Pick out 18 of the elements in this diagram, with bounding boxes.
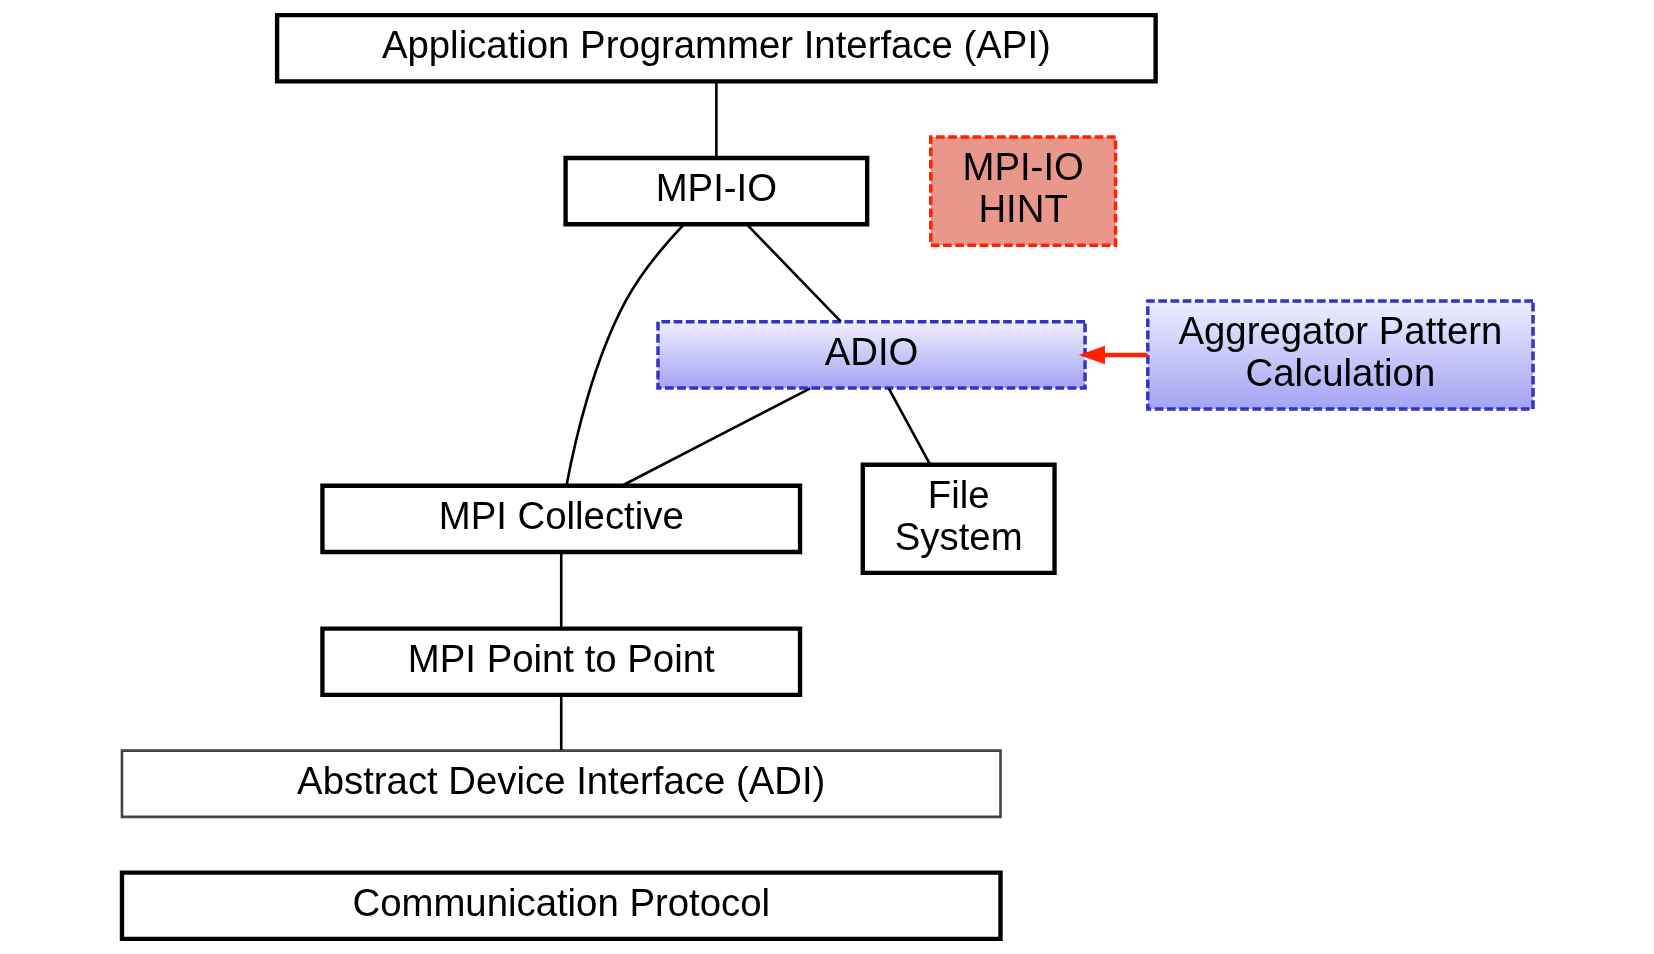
node-box: Application Programmer Interface (API): [274, 12, 1158, 84]
node-box: ADIO: [655, 320, 1087, 390]
node-box: MPI Point to Point: [319, 626, 802, 698]
arrow: [1078, 345, 1148, 365]
node-box: Abstract Device Interface (ADI): [120, 749, 1002, 819]
connector: [559, 552, 563, 629]
connector: [559, 695, 563, 751]
node-box: Aggregator Pattern Calculation: [1145, 299, 1535, 411]
node-box: MPI Collective: [319, 483, 802, 555]
connector: [887, 387, 931, 466]
connector: [564, 223, 685, 486]
connector: [621, 387, 811, 487]
node-box: File System: [860, 462, 1057, 576]
node-box: Communication Protocol: [119, 870, 1003, 942]
connector: [745, 223, 842, 323]
node-box: MPI-IO: [562, 155, 869, 227]
node-box: MPI-IO HINT: [928, 135, 1117, 247]
connector: [714, 81, 718, 158]
